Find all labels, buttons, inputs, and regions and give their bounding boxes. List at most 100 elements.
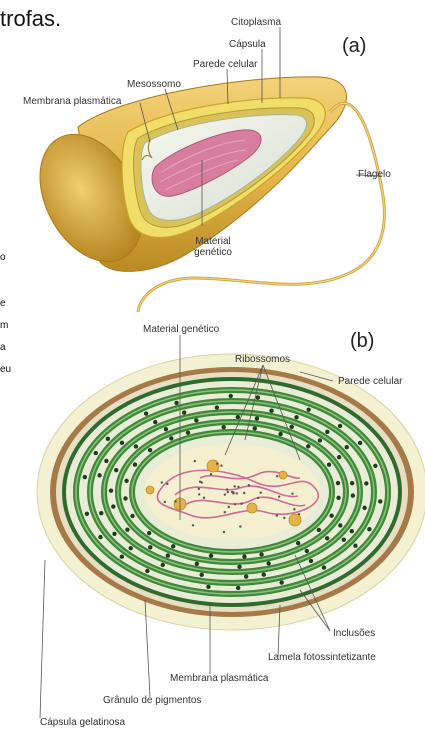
ribosome-dot [226,488,228,490]
ribosome-dot [97,473,101,477]
ribosome-dot [83,475,87,479]
ribosome-dot [345,445,349,449]
label-granulo: Grânulo de pigmentos [103,695,201,706]
ribosome-dot [216,463,218,465]
label-material-a: Material genético [183,236,243,258]
label-mesossomo: Mesossomo [127,79,181,90]
ribosome-dot [278,432,282,436]
ribosome-dot [174,401,178,405]
ribosome-dot [147,531,151,535]
ribosome-dot [262,572,266,576]
label-inclusoes: Inclusões [333,628,375,639]
ribosome-dot [234,503,236,505]
ribosome-dot [231,491,233,493]
ribosome-dot [269,409,273,413]
ribosome-dot [210,473,212,475]
ribosome-dot [257,497,259,499]
panel-label-a: (a) [342,35,366,58]
ribosome-dot [364,481,368,485]
ribosome-dot [198,488,200,490]
ribosome-dot [296,541,300,545]
ribosome-dot [124,479,128,483]
ribosome-dot [144,411,148,415]
panel-label-b: (b) [350,330,374,353]
ribosome-dot [194,460,196,462]
ribosome-dot [153,420,157,424]
ribosome-dot [223,531,225,533]
ribosome-dot [236,492,238,494]
ribosome-dot [161,481,163,483]
ribosome-dot [255,416,259,420]
ribosome-dot [148,545,152,549]
label-flagelo: Flagelo [358,169,391,180]
ribosome-dot [317,528,321,532]
ribosome-dot [237,565,241,569]
ribosome-dot [114,468,118,472]
ribosome-dot [242,554,246,558]
ribosome-dot [236,415,240,419]
ribosome-dot [342,537,346,541]
ribosome-dot [220,465,222,467]
ribosome-dot [94,451,98,455]
ribosome-dot [130,514,134,518]
ribosome-dot [161,563,165,567]
ribosome-dot [198,493,200,495]
label-ribossomos: Ribossomos [235,354,290,365]
ribosome-dot [253,426,257,430]
label-parede-a: Parede celular [193,59,257,70]
ribosome-dot [322,565,326,569]
ribosome-dot [169,436,173,440]
ribosome-dot [294,415,298,419]
ribosome-dot [224,493,226,495]
ribosome-dot [111,504,115,508]
ribosome-dot [234,485,236,487]
ribosome-dot [174,500,176,502]
ribosome-dot [305,549,309,553]
ribosome-dot [350,529,354,533]
ribosome-dot [337,455,341,459]
ribosome-dot [336,496,340,500]
ribosome-dot [123,496,127,500]
label-citoplasma: Citoplasma [231,17,281,28]
label-capsula-b: Cápsula gelatinosa [40,717,125,728]
ribosome-dot [309,559,313,563]
ribosome-dot [329,514,333,518]
ribosome-dot [259,552,263,556]
ribosome-dot [243,492,245,494]
ribosome-dot [362,506,366,510]
ribosome-dot [106,437,110,441]
ribosome-dot [109,488,113,492]
label-lamela: Lamela fotossintetizante [268,652,376,663]
ribosome-dot [134,444,138,448]
ribosome-dot [318,438,322,442]
ribosome-dot [194,418,198,422]
ribosome-dot [120,554,124,558]
ribosome-dot [248,484,250,486]
ribosome-dot [203,497,205,499]
ribosome-dot [244,574,248,578]
ribosome-dot [206,585,210,589]
label-material-b: Material genético [143,324,219,335]
ribosome-dot [186,431,190,435]
ribosome-dot [98,535,102,539]
ribosome-dot [148,448,152,452]
ribosome-dot [166,553,170,557]
ribosome-dot [290,425,294,429]
ribosome-dot [256,395,260,399]
ribosome-dot [120,441,124,445]
ribosome-dot [325,536,329,540]
ribosome-dot [367,527,371,531]
label-membrana-a: Membrana plasmática [23,96,121,107]
ribosome-dot [283,517,285,519]
ribosome-dot [293,508,295,510]
ribosome-dot [129,546,133,550]
ribosome-dot [112,532,116,536]
ribosome-dot [229,394,233,398]
ribosome-dot [266,561,270,565]
ribosome-dot [338,424,342,428]
ribosome-dot [276,475,278,477]
ribosome-dot [327,462,331,466]
ribosome-dot [338,523,342,527]
